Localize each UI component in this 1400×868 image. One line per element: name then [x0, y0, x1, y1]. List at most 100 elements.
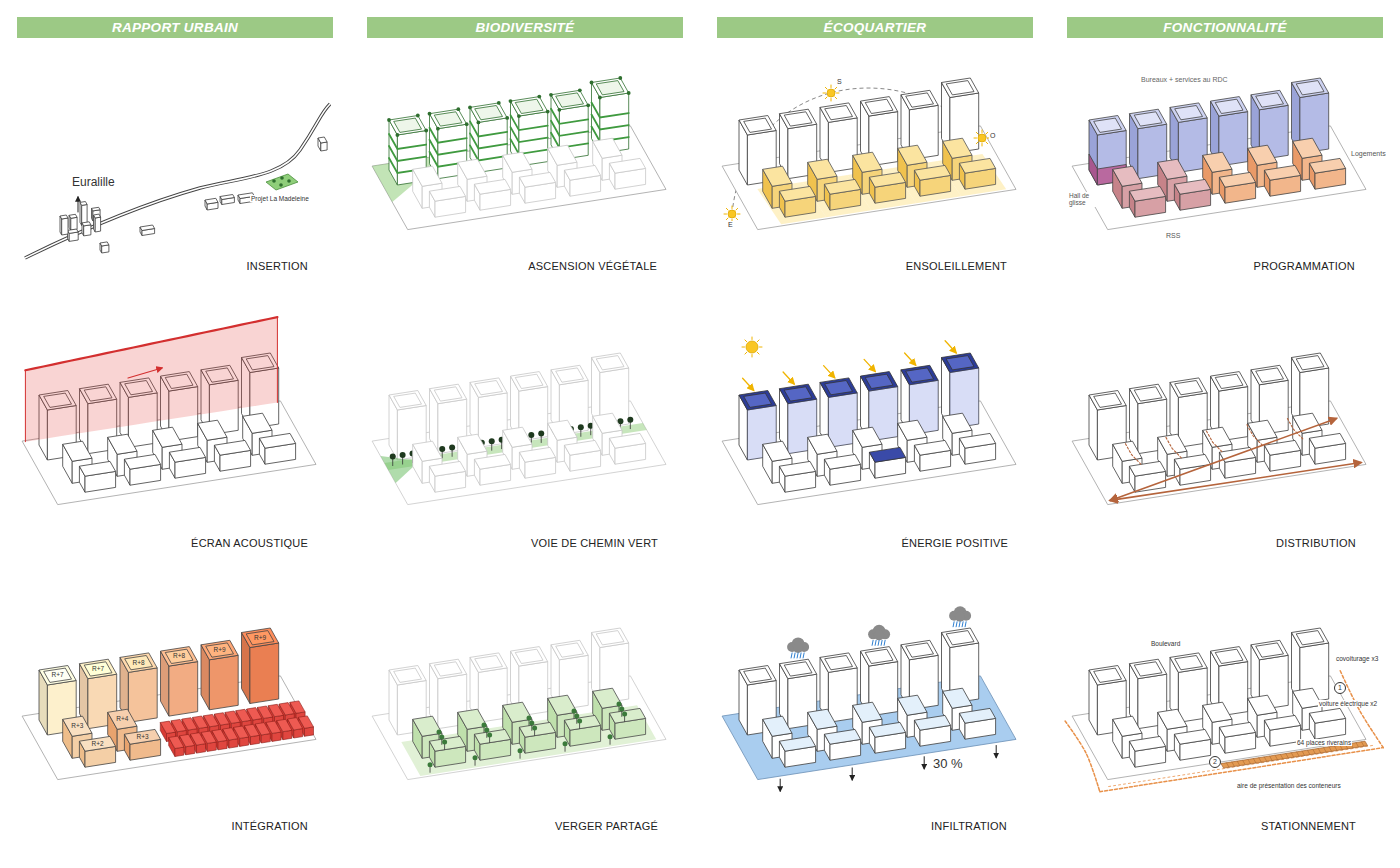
- rain-drop: [800, 653, 801, 658]
- building-roof: [914, 440, 950, 455]
- storey-label: R+9: [254, 634, 266, 641]
- roof-terrace: [1296, 356, 1324, 370]
- parking-bay: [1280, 754, 1283, 759]
- building-roof: [120, 653, 157, 673]
- building-roof: [853, 702, 882, 722]
- building-roof: [1211, 97, 1248, 117]
- parking-bay: [1226, 763, 1229, 768]
- roof-terrace: [434, 387, 462, 401]
- sunlight-scene: [722, 78, 1016, 230]
- tree-crown: [627, 417, 633, 423]
- plant-dot: [505, 116, 509, 120]
- building-roof: [214, 440, 250, 455]
- panel-caption: PROGRAMMATION: [1254, 260, 1355, 273]
- parking-bay: [1275, 755, 1278, 760]
- building-roof: [1219, 172, 1255, 187]
- tree-crown: [619, 706, 624, 711]
- storey-label: R+4: [116, 716, 128, 723]
- roof-terrace: [1296, 81, 1324, 95]
- infiltration-arrow: [852, 768, 853, 780]
- sun-ray: [825, 87, 827, 89]
- circulation-arrow: [1110, 418, 1336, 500]
- roof-terrace: [206, 643, 234, 657]
- building-roof: [1211, 647, 1248, 667]
- tree-crown: [484, 727, 489, 732]
- building-roof: [779, 461, 815, 476]
- annotation: Bureaux + services au RDC: [1140, 76, 1229, 84]
- sun-ray: [976, 132, 978, 134]
- rain-drop: [956, 622, 957, 627]
- building-roof: [63, 716, 92, 736]
- roof-terrace: [1256, 93, 1284, 107]
- roof-terrace: [784, 112, 812, 126]
- building-side: [169, 662, 198, 717]
- tree-crown: [538, 431, 544, 437]
- building-roof: [869, 447, 905, 462]
- parking-bay: [1302, 751, 1305, 756]
- road: [1065, 721, 1100, 792]
- sun-ray: [982, 130, 983, 133]
- tree-crown: [473, 755, 478, 760]
- building-roof: [942, 628, 979, 648]
- building-roof: [161, 647, 198, 667]
- parking-bay: [1253, 759, 1256, 764]
- building-side: [128, 668, 157, 723]
- roof-terrace: [1134, 662, 1162, 676]
- building-roof: [1248, 145, 1277, 165]
- roof-terrace: [906, 643, 934, 657]
- building-roof: [429, 186, 465, 201]
- roof-terrace: [1175, 381, 1203, 395]
- ascension-scene: [372, 76, 666, 229]
- building-roof: [69, 214, 77, 218]
- tree-crown: [532, 725, 537, 730]
- building-side: [250, 643, 279, 704]
- building-roof: [169, 736, 184, 748]
- roof-terrace: [1256, 368, 1284, 382]
- sun-ray: [974, 138, 977, 139]
- tree-crown: [437, 729, 442, 734]
- building-roof: [1113, 716, 1142, 736]
- building-roof: [242, 628, 279, 648]
- roof-terrace: [1175, 106, 1203, 120]
- building-roof: [160, 721, 175, 733]
- infiltration-arrow: [996, 746, 997, 758]
- building-roof: [1089, 391, 1126, 411]
- building-roof: [259, 433, 295, 448]
- building-roof: [503, 152, 532, 172]
- roof-terrace: [865, 99, 893, 113]
- roof-terrace: [744, 393, 772, 407]
- sun-ray: [726, 208, 728, 210]
- infiltration-scene: [722, 606, 1016, 791]
- building-roof: [1219, 722, 1255, 737]
- building-roof: [519, 447, 555, 462]
- building-roof: [318, 137, 327, 143]
- sun-ray: [736, 208, 738, 210]
- direction-arrow: [78, 197, 79, 212]
- pedestrian-path: [1247, 425, 1262, 445]
- parking-bay: [1286, 754, 1289, 759]
- roof-terrace: [44, 668, 72, 682]
- building-roof: [1130, 659, 1167, 679]
- building-roof: [901, 90, 938, 110]
- building-roof: [79, 461, 115, 476]
- rain-drop: [959, 622, 960, 627]
- section-header: ÉCOQUARTIER: [717, 17, 1033, 38]
- building-roof: [1129, 461, 1165, 476]
- sun-ray-arrow: [743, 378, 754, 390]
- building-roof: [470, 378, 507, 398]
- building-roof: [389, 666, 426, 686]
- building-side: [95, 217, 100, 232]
- building-roof: [429, 461, 465, 476]
- building-roof: [1292, 628, 1329, 648]
- building-roof: [519, 172, 555, 187]
- building-roof: [124, 729, 160, 744]
- sun-ray: [986, 132, 988, 134]
- rain-drop: [872, 640, 873, 645]
- panel-caption: INTÉGRATION: [231, 820, 308, 833]
- plant-dot: [436, 127, 440, 131]
- building-roof: [551, 365, 588, 385]
- building-roof: [1293, 138, 1322, 158]
- building-roof: [548, 695, 577, 715]
- building-roof: [100, 242, 109, 246]
